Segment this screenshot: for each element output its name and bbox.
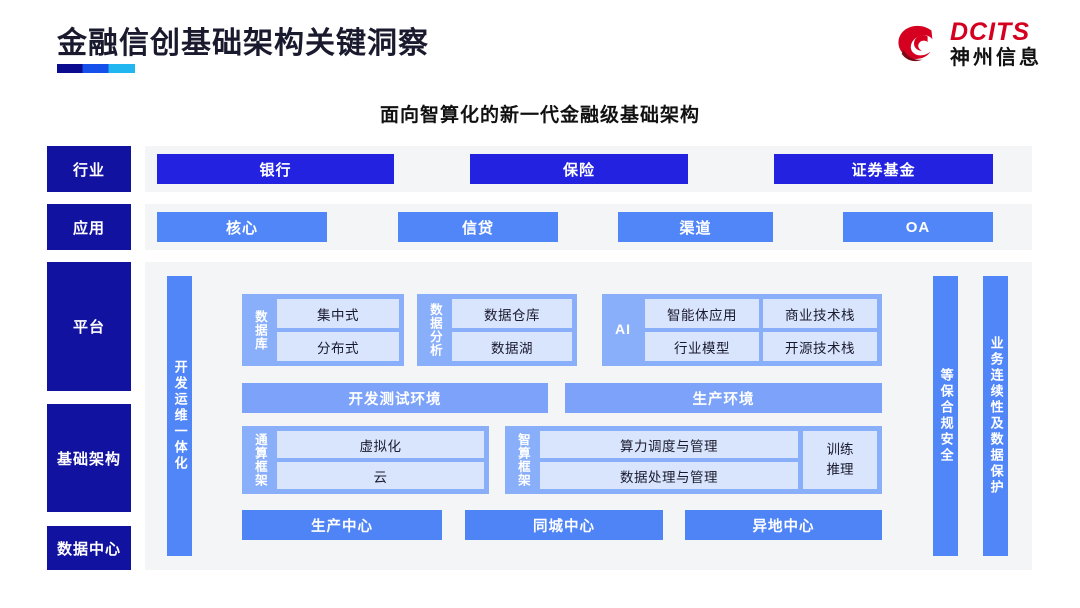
- dc-bar-same-city-center[interactable]: 同城中心: [465, 510, 663, 540]
- sidebar-item-industry[interactable]: 行业: [47, 146, 131, 192]
- tile-data-lake[interactable]: 数据湖: [452, 332, 572, 361]
- group-smart-compute-items: 算力调度与管理 数据处理与管理: [540, 431, 798, 489]
- group-data-analysis-label: 数据分析: [427, 303, 442, 357]
- dcits-swoosh-icon: [898, 25, 933, 62]
- industry-chip-0[interactable]: 银行: [157, 154, 394, 184]
- tile-train-label: 训练: [826, 442, 854, 458]
- env-bar-dev-test[interactable]: 开发测试环境: [242, 383, 548, 413]
- sidebar-item-application[interactable]: 应用: [47, 204, 131, 250]
- tile-distributed[interactable]: 分布式: [277, 332, 399, 361]
- page-title: 金融信创基础架构关键洞察: [57, 27, 429, 60]
- group-general-compute-items: 虚拟化 云: [277, 431, 484, 489]
- tile-industry-model[interactable]: 行业模型: [645, 332, 759, 361]
- vertical-bar-business-continuity[interactable]: 业务连续性及数据保护: [983, 276, 1008, 556]
- vertical-bar-compliance-security[interactable]: 等保合规安全: [933, 276, 958, 556]
- group-ai-items: 智能体应用 商业技术栈 行业模型 开源技术栈: [645, 299, 877, 361]
- title-accent-rule: [57, 64, 135, 73]
- tile-virtualization[interactable]: 虚拟化: [277, 431, 484, 458]
- group-database-label: 数据库: [252, 309, 267, 351]
- logo-text-en: DCITS: [950, 18, 1030, 46]
- tile-cloud[interactable]: 云: [277, 462, 484, 489]
- group-general-compute-label: 通算框架: [252, 433, 267, 487]
- industry-chip-container: 银行 保险 证券基金: [145, 146, 1032, 192]
- brand-logo: DCITS 神州信息: [894, 20, 1042, 68]
- tile-agent-application[interactable]: 智能体应用: [645, 299, 759, 328]
- application-chip-0[interactable]: 核心: [157, 212, 327, 242]
- dc-bar-remote-center[interactable]: 异地中心: [685, 510, 882, 540]
- tile-data-processing[interactable]: 数据处理与管理: [540, 462, 798, 489]
- industry-chip-2[interactable]: 证券基金: [774, 154, 993, 184]
- application-chip-container: 核心 信贷 渠道 OA: [145, 204, 1032, 250]
- group-smart-compute-label: 智算框架: [515, 433, 530, 487]
- group-database[interactable]: 数据库 集中式 分布式: [242, 294, 404, 366]
- sidebar-item-infrastructure[interactable]: 基础架构: [47, 404, 131, 512]
- sidebar-item-platform[interactable]: 平台: [47, 262, 131, 391]
- tile-commercial-stack[interactable]: 商业技术栈: [763, 299, 877, 328]
- diagram-subtitle: 面向智算化的新一代金融级基础架构: [379, 105, 700, 126]
- logo-text-cn: 神州信息: [950, 47, 1042, 69]
- application-chip-2[interactable]: 渠道: [618, 212, 773, 242]
- tile-compute-scheduling[interactable]: 算力调度与管理: [540, 431, 798, 458]
- platform-panel: 开发运维一体化 等保合规安全 业务连续性及数据保护 数据库 集中式 分布式 数据…: [145, 262, 1032, 570]
- tile-train-inference[interactable]: 训练 推理: [803, 431, 877, 489]
- group-ai-label: AI: [615, 321, 631, 338]
- group-ai[interactable]: AI 智能体应用 商业技术栈 行业模型 开源技术栈: [602, 294, 882, 366]
- application-row-panel: 核心 信贷 渠道 OA: [145, 204, 1032, 250]
- group-general-compute-framework[interactable]: 通算框架 虚拟化 云: [242, 426, 489, 494]
- tile-inference-label: 推理: [826, 462, 854, 477]
- tile-centralized[interactable]: 集中式: [277, 299, 399, 328]
- group-data-analysis[interactable]: 数据分析 数据仓库 数据湖: [417, 294, 577, 366]
- vertical-bar-devops[interactable]: 开发运维一体化: [167, 276, 192, 556]
- env-bar-production[interactable]: 生产环境: [565, 383, 882, 413]
- application-chip-3[interactable]: OA: [843, 212, 993, 242]
- group-database-items: 集中式 分布式: [277, 299, 399, 361]
- dc-bar-production-center[interactable]: 生产中心: [242, 510, 442, 540]
- application-chip-1[interactable]: 信贷: [398, 212, 558, 242]
- industry-row-panel: 银行 保险 证券基金: [145, 146, 1032, 192]
- tile-opensource-stack[interactable]: 开源技术栈: [763, 332, 877, 361]
- group-smart-compute-framework[interactable]: 智算框架 算力调度与管理 数据处理与管理 训练 推理: [505, 426, 882, 494]
- group-data-analysis-items: 数据仓库 数据湖: [452, 299, 572, 361]
- industry-chip-1[interactable]: 保险: [470, 154, 688, 184]
- tile-data-warehouse[interactable]: 数据仓库: [452, 299, 572, 328]
- sidebar-item-datacenter[interactable]: 数据中心: [47, 526, 131, 570]
